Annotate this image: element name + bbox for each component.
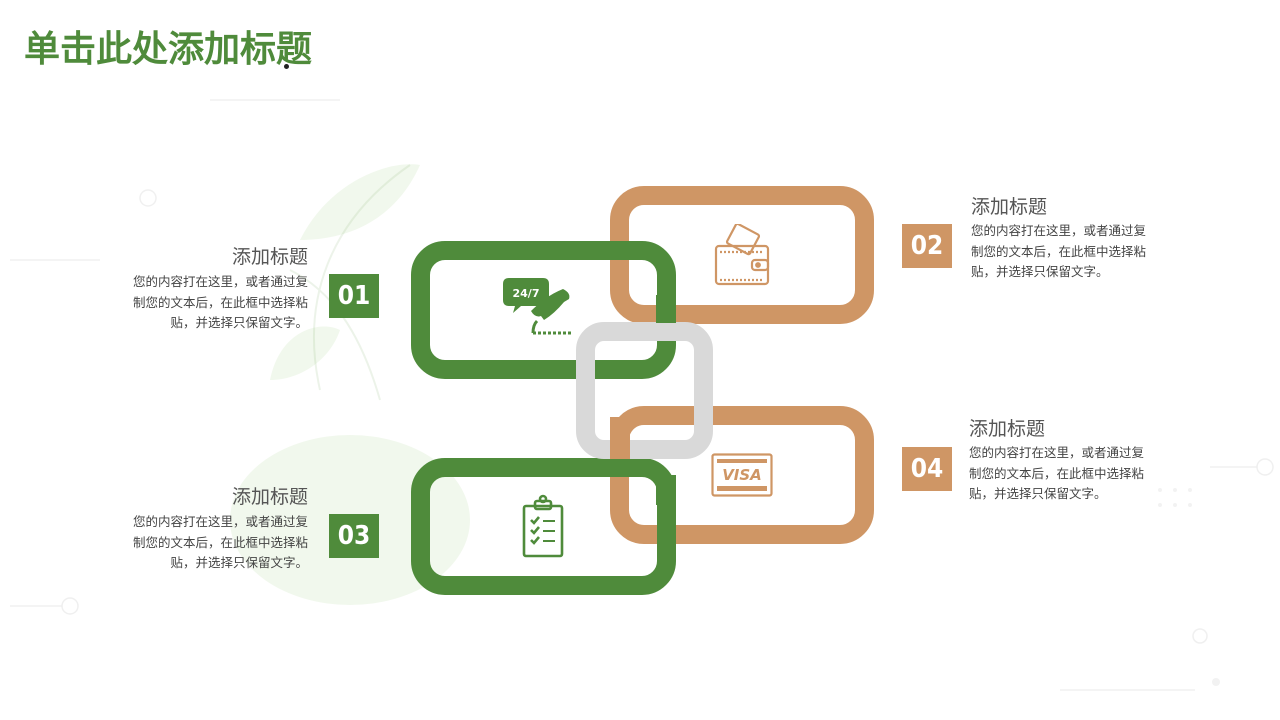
frame-phone [411,241,676,379]
link-overlap-2 [610,417,630,459]
item-02-description[interactable]: 您的内容打在这里，或者通过复制您的文本后，在此框中选择粘贴，并选择只保留文字。 [971,223,1147,279]
phone-badge-text: 24/7 [513,287,540,300]
wallet-icon [714,224,770,286]
visa-card-icon: VISA [711,453,773,497]
item-03-description[interactable]: 您的内容打在这里，或者通过复制您的文本后，在此框中选择粘贴，并选择只保留文字。 [132,514,308,570]
frame-center-link [576,322,713,459]
item-01-badge: 01 [329,274,379,318]
item-04-title[interactable]: 添加标题 [969,418,1046,440]
item-03-badge: 03 [329,514,379,558]
item-01-description[interactable]: 您的内容打在这里，或者通过复制您的文本后，在此框中选择粘贴，并选择只保留文字。 [132,274,308,330]
item-04-badge: 04 [902,447,952,491]
item-02-title[interactable]: 添加标题 [971,196,1048,218]
card-brand-text: VISA [722,466,762,484]
phone-24-7-icon: 24/7 [503,278,571,335]
link-overlap-3 [656,475,676,505]
link-overlap-1 [656,295,676,323]
item-04-description[interactable]: 您的内容打在这里，或者通过复制您的文本后，在此框中选择粘贴，并选择只保留文字。 [969,445,1145,501]
item-02-badge: 02 [902,224,952,268]
frame-wallet [610,186,874,324]
title-dot [284,64,289,69]
item-01-title[interactable]: 添加标题 [231,246,308,268]
frame-clipboard [411,458,676,595]
item-03-title[interactable]: 添加标题 [231,486,308,508]
clipboard-checklist-icon [522,494,564,558]
slide-title[interactable]: 单击此处添加标题 [24,29,313,70]
